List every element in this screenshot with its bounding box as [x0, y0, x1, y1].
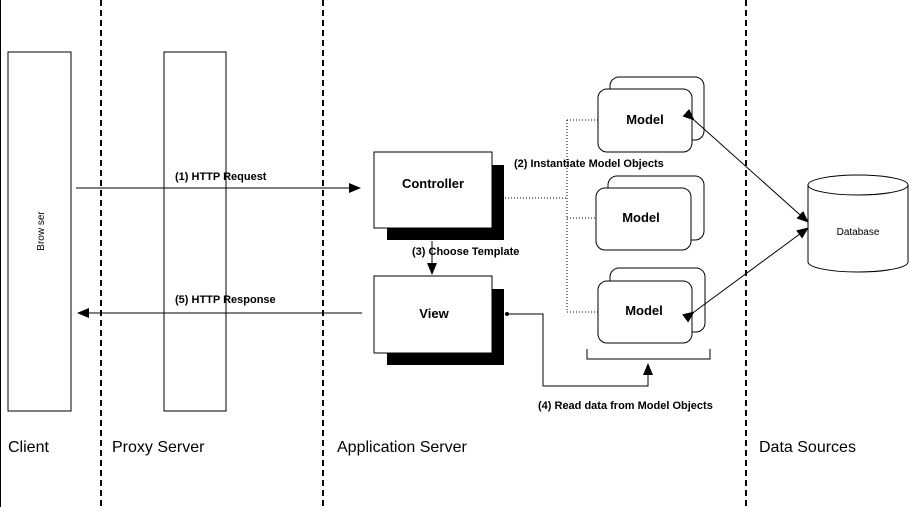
- model-db-arrow-top: [682, 108, 809, 223]
- model-mid-label: Model: [622, 210, 660, 225]
- controller-box: [373, 151, 493, 229]
- view-box: [373, 275, 493, 354]
- controller-label: Controller: [402, 176, 464, 191]
- view-label: View: [419, 306, 449, 321]
- read-data-origin-dot: [505, 312, 509, 316]
- browser-box: [7, 51, 72, 412]
- proxy-box: [163, 51, 227, 412]
- step5-label: (5) HTTP Response: [175, 294, 276, 306]
- model-top-label: Model: [626, 112, 664, 127]
- model-db-arrow-bottom: [682, 227, 809, 323]
- browser-label: Brow ser: [36, 211, 47, 251]
- step3-label: (3) Choose Template: [412, 246, 519, 258]
- step4-label: (4) Read data from Model Objects: [538, 400, 713, 412]
- zone-client: Client: [8, 439, 49, 456]
- step2-label: (2) Instantiate Model Objects: [514, 158, 664, 170]
- step1-label: (1) HTTP Request: [175, 171, 267, 183]
- models-bracket: [586, 349, 711, 360]
- database-top: [807, 174, 909, 196]
- read-data-arrow: [507, 313, 653, 387]
- zone-proxy: Proxy Server: [112, 439, 205, 456]
- database-body: [807, 185, 909, 273]
- database-label: Database: [837, 227, 880, 238]
- model-bottom-label: Model: [625, 303, 663, 318]
- zone-data-sources: Data Sources: [759, 439, 856, 456]
- zone-application: Application Server: [337, 439, 468, 456]
